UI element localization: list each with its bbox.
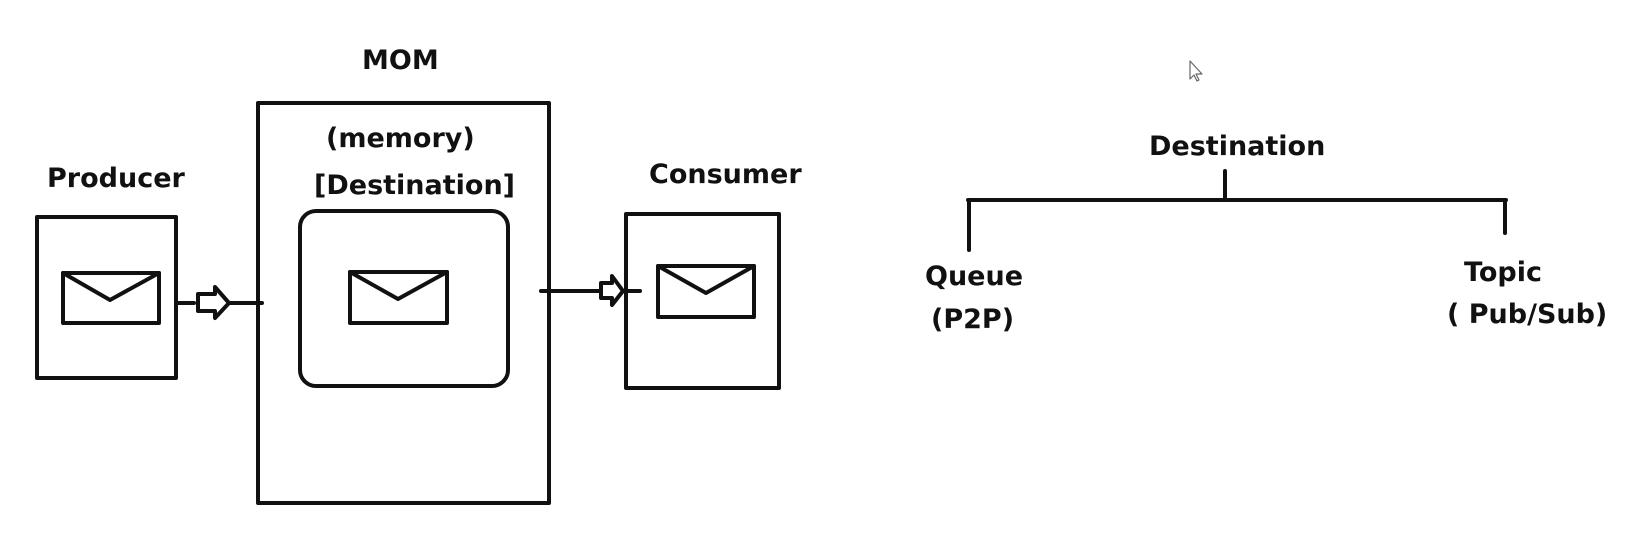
producer-box (35, 215, 178, 380)
destination-memory-box (298, 209, 510, 388)
producer-envelope-icon (61, 271, 161, 325)
queue-sub-label: (P2P) (931, 304, 1015, 335)
memory-label: (memory) (326, 123, 475, 154)
destination-envelope-icon (348, 270, 449, 325)
destination-tree-lines (966, 169, 1508, 252)
consumer-box (624, 212, 781, 390)
consumer-envelope-icon (656, 264, 756, 319)
producer-to-mom-arrow-icon (174, 285, 264, 320)
topic-label: Topic (1464, 257, 1542, 288)
destination-label: [Destination] (314, 170, 516, 201)
topic-sub-label: ( Pub/Sub) (1447, 299, 1608, 330)
consumer-label: Consumer (649, 159, 802, 190)
mom-box (256, 101, 551, 505)
mom-label: MOM (362, 45, 439, 76)
producer-label: Producer (47, 163, 185, 194)
queue-label: Queue (925, 261, 1024, 292)
destination-root-label: Destination (1149, 131, 1326, 162)
mouse-cursor-icon (1189, 60, 1203, 82)
